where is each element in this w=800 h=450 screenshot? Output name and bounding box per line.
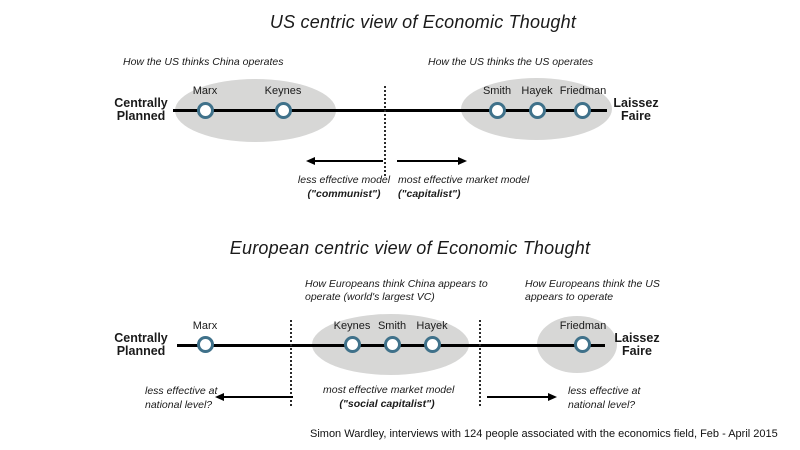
us-node-label-marx: Marx [192, 85, 218, 97]
eu-us-annotation-line1: How Europeans think the US [525, 278, 660, 290]
us-node-marker-marx [197, 102, 214, 119]
eu-node-label-hayek: Hayek [416, 320, 448, 332]
eu-axis-label-left: Centrally Planned [108, 332, 174, 358]
eu-right-dotted-line [479, 320, 481, 406]
eu-us-annotation: How Europeans think the US appears to op… [525, 278, 660, 304]
us-us-annotation: How the US thinks the US operates [428, 56, 594, 68]
eu-left-arrowhead-icon [215, 393, 224, 401]
us-left-arrow-caption-line1: less effective model [297, 174, 391, 186]
eu-left-arrow [223, 396, 293, 398]
eu-axis-right-line2: Faire [622, 344, 652, 358]
eu-axis-left-line1: Centrally [114, 331, 168, 345]
eu-axis-label-right: Laissez Faire [612, 332, 662, 358]
us-axis-line [173, 109, 607, 112]
eu-us-annotation-line2: appears to operate [525, 291, 614, 303]
eu-view-title: European centric view of Economic Though… [229, 238, 591, 258]
eu-china-annotation: How Europeans think China appears to ope… [305, 278, 488, 304]
us-axis-label-right: Laissez Faire [611, 97, 661, 123]
us-node-marker-hayek [529, 102, 546, 119]
eu-center-caption-line2: ("social capitalist") [339, 398, 435, 410]
us-left-arrow-caption: less effective model ("communist") [282, 173, 406, 201]
eu-china-annotation-line1: How Europeans think China appears to [305, 278, 488, 290]
us-right-arrow [397, 160, 458, 162]
us-node-marker-smith [489, 102, 506, 119]
us-left-arrowhead-icon [306, 157, 315, 165]
eu-node-label-friedman: Friedman [559, 320, 607, 332]
us-china-annotation: How the US thinks China operates [123, 56, 284, 68]
us-right-arrow-caption-line2: ("capitalist") [398, 188, 461, 200]
eu-left-dotted-line [290, 320, 292, 406]
eu-left-arrow-caption-line2: national level? [145, 399, 213, 411]
eu-node-marker-smith [384, 336, 401, 353]
eu-node-label-smith: Smith [377, 320, 407, 332]
eu-node-marker-marx [197, 336, 214, 353]
us-right-arrowhead-icon [458, 157, 467, 165]
eu-center-caption-line1: most effective market model [323, 384, 455, 396]
eu-right-arrow-caption-line1: less effective at [568, 385, 641, 397]
eu-left-arrow-caption: less effective at national level? [145, 384, 217, 412]
eu-axis-right-line1: Laissez [614, 331, 660, 345]
us-axis-right-line2: Faire [621, 109, 651, 123]
us-node-marker-keynes [275, 102, 292, 119]
us-node-label-friedman: Friedman [559, 85, 607, 97]
us-axis-left-line1: Centrally [114, 96, 168, 110]
eu-right-arrow [487, 396, 548, 398]
us-node-label-smith: Smith [482, 85, 512, 97]
us-axis-left-line2: Planned [116, 109, 166, 123]
us-axis-label-left: Centrally Planned [108, 97, 174, 123]
us-left-arrow [314, 160, 383, 162]
eu-axis-left-line2: Planned [116, 344, 166, 358]
source-attribution: Simon Wardley, interviews with 124 peopl… [310, 428, 778, 440]
us-node-label-hayek: Hayek [521, 85, 553, 97]
eu-center-caption: most effective market model ("social cap… [323, 383, 455, 411]
eu-left-arrow-caption-line1: less effective at [145, 385, 218, 397]
eu-right-arrow-caption: less effective at national level? [568, 384, 640, 412]
us-right-arrow-caption: most effective market model ("capitalist… [398, 173, 558, 201]
eu-right-arrow-caption-line2: national level? [568, 399, 636, 411]
us-right-arrow-caption-line1: most effective market model [398, 174, 530, 186]
us-node-label-keynes: Keynes [264, 85, 302, 97]
eu-right-arrowhead-icon [548, 393, 557, 401]
eu-node-marker-hayek [424, 336, 441, 353]
eu-node-marker-keynes [344, 336, 361, 353]
us-axis-right-line1: Laissez [613, 96, 659, 110]
us-node-marker-friedman [574, 102, 591, 119]
eu-node-label-keynes: Keynes [333, 320, 371, 332]
us-left-arrow-caption-line2: ("communist") [307, 188, 381, 200]
eu-china-annotation-line2: operate (world's largest VC) [305, 291, 435, 303]
eu-node-marker-friedman [574, 336, 591, 353]
us-divider-dotted-line [384, 86, 386, 176]
eu-node-label-marx: Marx [192, 320, 218, 332]
us-view-title: US centric view of Economic Thought [269, 12, 577, 32]
